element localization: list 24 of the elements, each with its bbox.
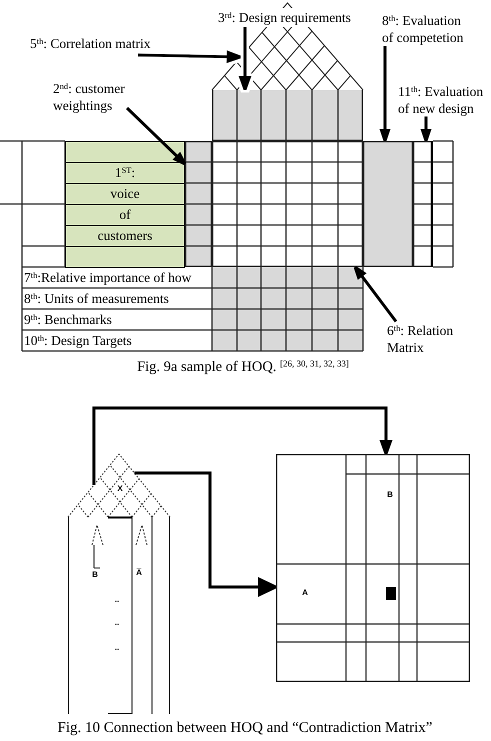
customer-voice-panel xyxy=(65,141,185,268)
ellipsis-dots: .. xyxy=(114,595,120,605)
ellipsis-dots: .. xyxy=(114,643,120,653)
callout-label: 5$^{th}$: Correlation matrix xyxy=(30,35,150,53)
ellipsis-dots: .. xyxy=(114,618,120,628)
figure-caption: Fig. 10 Connection between HOQ and “Contradiction Matrix” xyxy=(58,720,432,737)
section-label: 1$^{ST}$: xyxy=(114,164,136,182)
callout-label: 2$^{nd}$: customer weightings xyxy=(53,80,126,114)
figure-caption: Fig. 9a sample of HOQ. $^{[26, 30, 31, 32, 33]}$ xyxy=(137,359,349,376)
letter-mark: B xyxy=(387,490,393,500)
callout-label: 11$^{th}$: Evaluation of new design xyxy=(398,82,484,116)
row-heading: 8$^{th}$: Units of measurements xyxy=(24,290,169,307)
callout-label: 8$^{th}$: Evaluation of competetion xyxy=(382,12,464,46)
row-heading: 7$^{th}$:Relative importance of how xyxy=(24,269,192,286)
letter-mark: A xyxy=(302,588,308,598)
letter-mark: B xyxy=(92,570,98,580)
callout-label: 6$^{th}$: Relation Matrix xyxy=(387,322,454,356)
section-label: of xyxy=(119,206,131,224)
row-heading: 9$^{th}$: Benchmarks xyxy=(24,311,112,328)
section-label: voice xyxy=(110,185,140,203)
row-heading: 10$^{th}$: Design Targets xyxy=(24,332,132,349)
letter-mark: X xyxy=(117,484,123,494)
section-label: customers xyxy=(98,227,152,245)
letter-mark: A̅ xyxy=(136,568,142,578)
